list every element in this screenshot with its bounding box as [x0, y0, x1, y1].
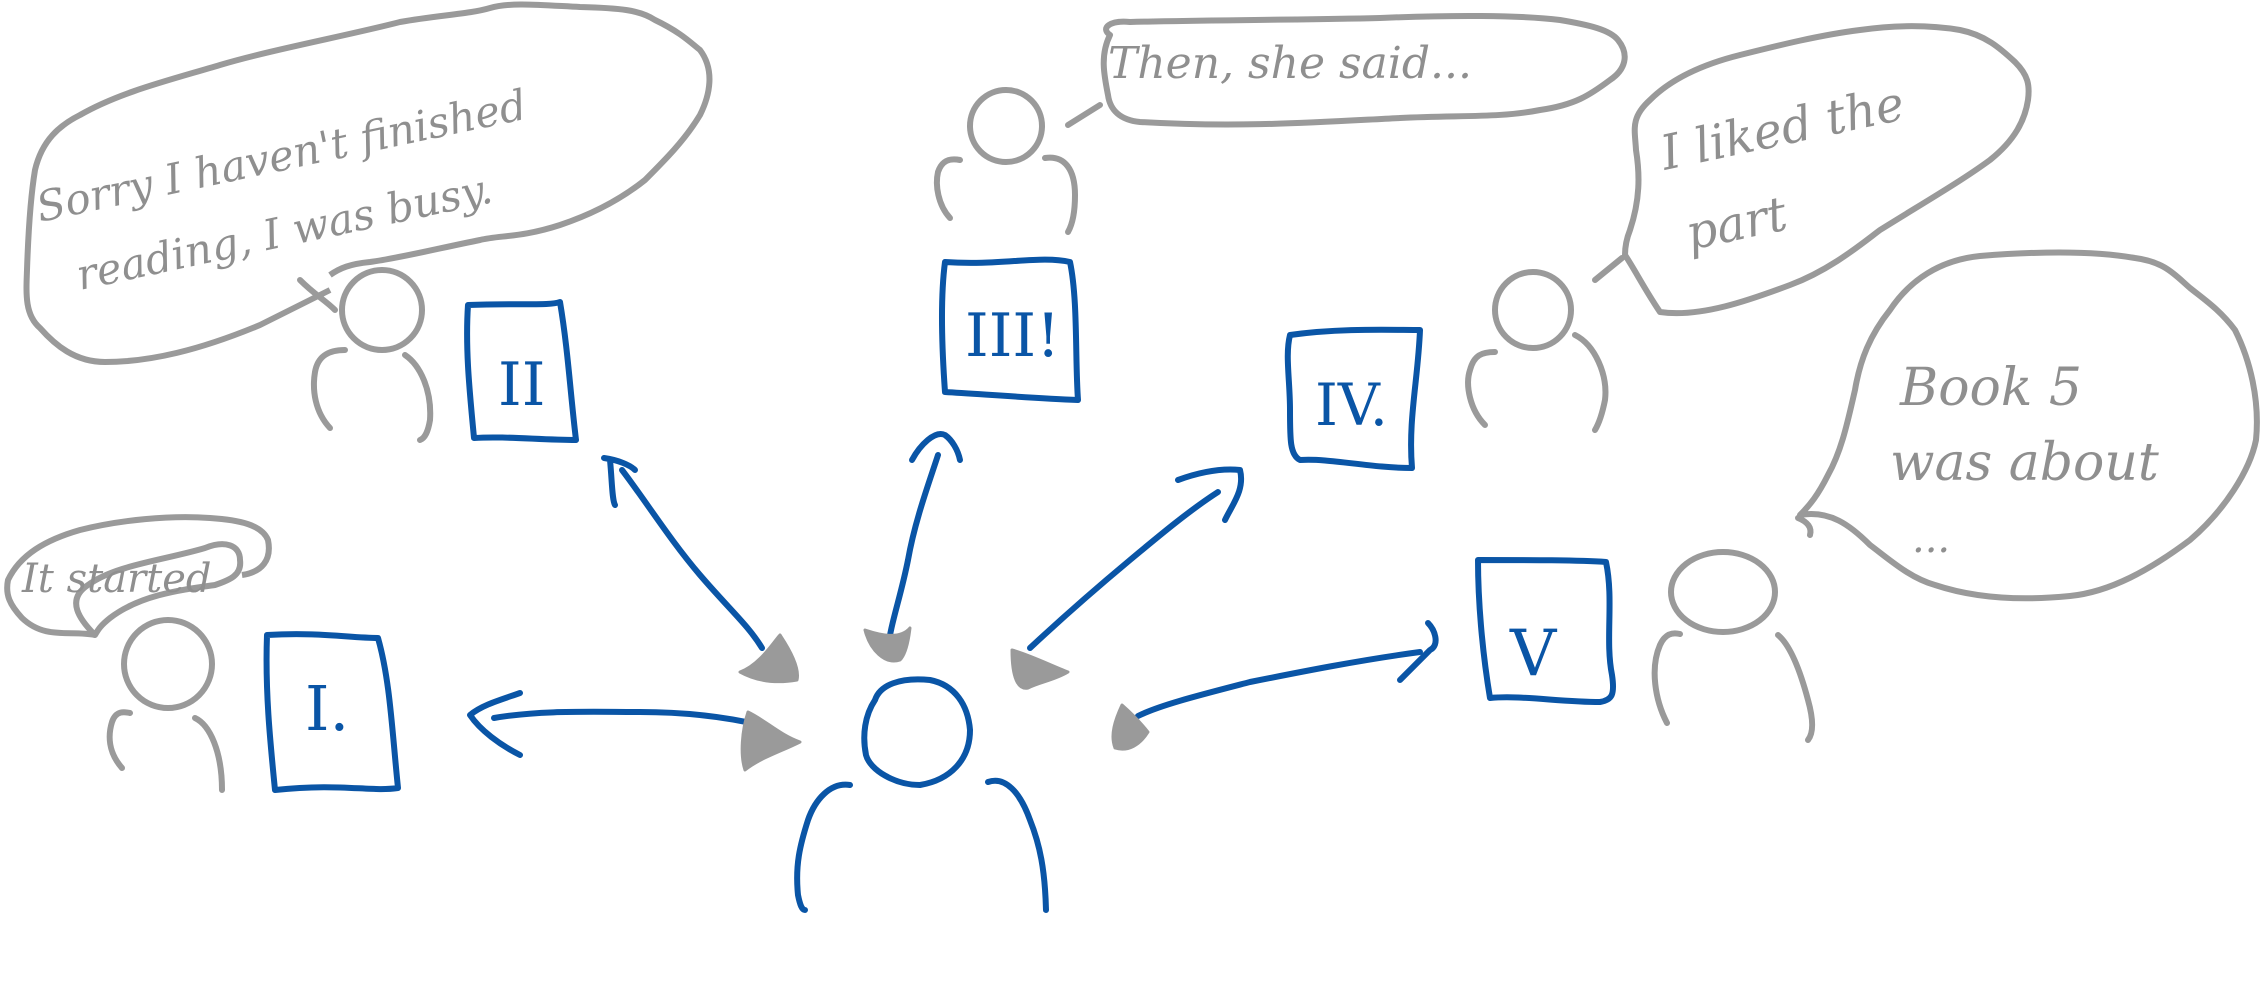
reader-body [402, 352, 434, 443]
reader-body [933, 156, 963, 221]
arrow-center-book-2 [601, 455, 800, 684]
reader-1: It started [4, 514, 272, 793]
reader-body [1572, 332, 1609, 433]
center-body [794, 781, 853, 913]
center-body [985, 777, 1049, 913]
book-label-5: V [1509, 617, 1558, 691]
book-4: IV. [1284, 326, 1423, 471]
book-label-2: II [498, 350, 545, 420]
book-2: II [464, 299, 579, 443]
reader-4: I liked the part [1465, 23, 2032, 433]
reader-body [1042, 154, 1078, 235]
speech-bubble-1 [4, 514, 272, 638]
reader-2: Sorry I haven't finished reading, I was … [23, 1, 713, 443]
book-label-1: I. [305, 672, 349, 745]
bubble-tail [297, 277, 338, 313]
arrow-center-book-1 [467, 690, 802, 772]
reader-body [106, 709, 133, 771]
reader-body [1465, 349, 1498, 428]
bubble-tail [1795, 515, 1814, 538]
arrow-center-book-3 [863, 431, 963, 663]
speech-bubble-4 [1622, 23, 2032, 317]
reader-body [1651, 630, 1683, 726]
book-5: V [1475, 557, 1617, 705]
reader-body [192, 715, 225, 793]
reader-5: Book 5 was about ... [1651, 249, 2260, 743]
reader-head [1668, 549, 1778, 635]
center-person [794, 676, 1049, 913]
arrow-center-book-5 [1111, 620, 1439, 751]
speech-bubble-3 [1100, 12, 1628, 128]
reader-head [339, 267, 425, 353]
book-label-3: III! [965, 301, 1060, 371]
speech-text-5c: ... [1912, 516, 1950, 562]
speech-bubble-2 [23, 1, 713, 365]
arrow-center-book-4 [1010, 466, 1245, 690]
book-1: I. [263, 631, 401, 793]
reader-3: Then, she said... [933, 12, 1628, 235]
speech-text-5a: Book 5 [1899, 358, 2082, 418]
speech-bubble-5 [1797, 249, 2260, 602]
speech-text-1: It started [21, 556, 212, 602]
reader-body [310, 347, 348, 431]
bubble-tail [1592, 255, 1625, 283]
reader-head [1492, 269, 1574, 351]
reader-head [967, 87, 1045, 165]
center-head [861, 676, 974, 789]
reader-head [121, 617, 215, 711]
bubble-tail [1065, 102, 1103, 128]
book-3: III! [938, 256, 1081, 403]
speech-text-3: Then, she said... [1108, 38, 1472, 89]
speech-text-5b: was about [1890, 433, 2159, 493]
book-label-4: IV. [1315, 371, 1388, 439]
reader-body [1775, 632, 1816, 743]
